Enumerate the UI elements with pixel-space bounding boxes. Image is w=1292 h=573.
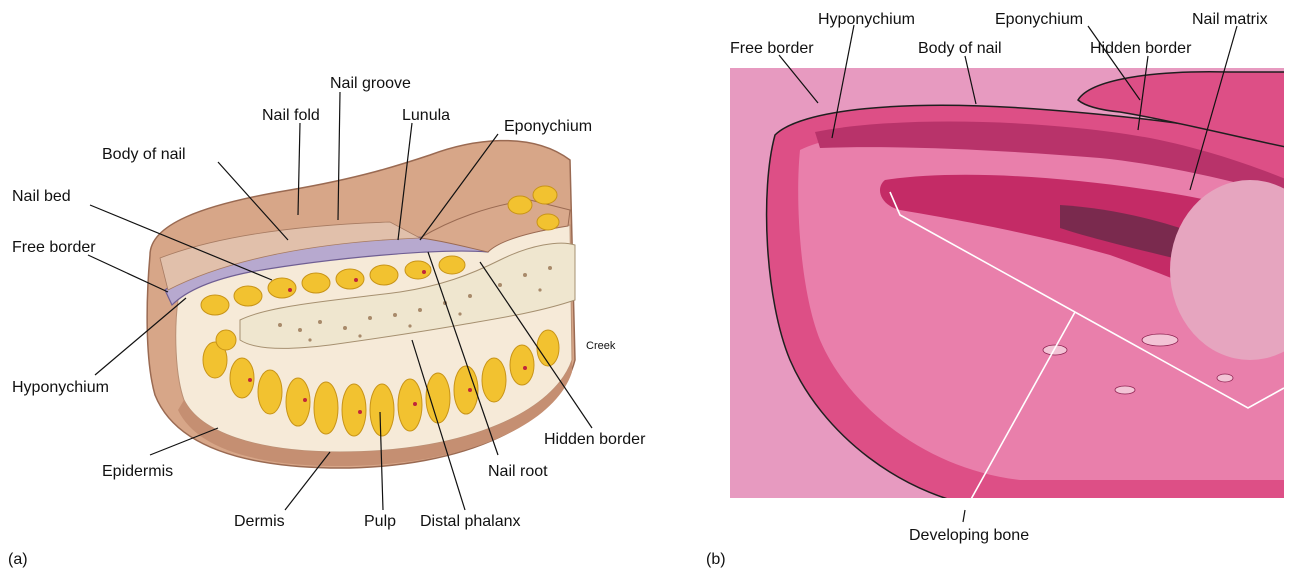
label-free-border-a: Free border <box>12 239 96 256</box>
caption-b: (b) <box>706 551 726 568</box>
label-epidermis: Epidermis <box>102 463 173 480</box>
label-nail-root: Nail root <box>488 463 548 480</box>
panel-a-illustration: Nail groove Nail fold Lunula Eponychium … <box>8 75 646 568</box>
label-eponychium-a: Eponychium <box>504 118 592 135</box>
caption-a: (a) <box>8 551 28 568</box>
label-hyponychium-a: Hyponychium <box>12 379 109 396</box>
label-distal-phalanx: Distal phalanx <box>420 513 521 530</box>
label-lunula: Lunula <box>402 107 450 124</box>
label-developing-bone: Developing bone <box>909 527 1029 544</box>
label-pulp: Pulp <box>364 513 396 530</box>
label-creek: Creek <box>586 340 616 352</box>
panel-b-micrograph: Hyponychium Eponychium Nail matrix Free … <box>706 11 1292 568</box>
label-body-of-nail-b: Body of nail <box>918 40 1002 57</box>
label-eponychium-b: Eponychium <box>995 11 1083 28</box>
label-nail-groove: Nail groove <box>330 75 411 92</box>
label-nail-fold: Nail fold <box>262 107 320 124</box>
label-hidden-border-a: Hidden border <box>544 431 646 448</box>
label-dermis: Dermis <box>234 513 285 530</box>
label-nail-matrix: Nail matrix <box>1192 11 1268 28</box>
label-hidden-border-b: Hidden border <box>1090 40 1192 57</box>
label-hyponychium-b: Hyponychium <box>818 11 915 28</box>
label-nail-bed: Nail bed <box>12 188 71 205</box>
label-body-of-nail-a: Body of nail <box>102 146 186 163</box>
label-free-border-b: Free border <box>730 40 814 57</box>
